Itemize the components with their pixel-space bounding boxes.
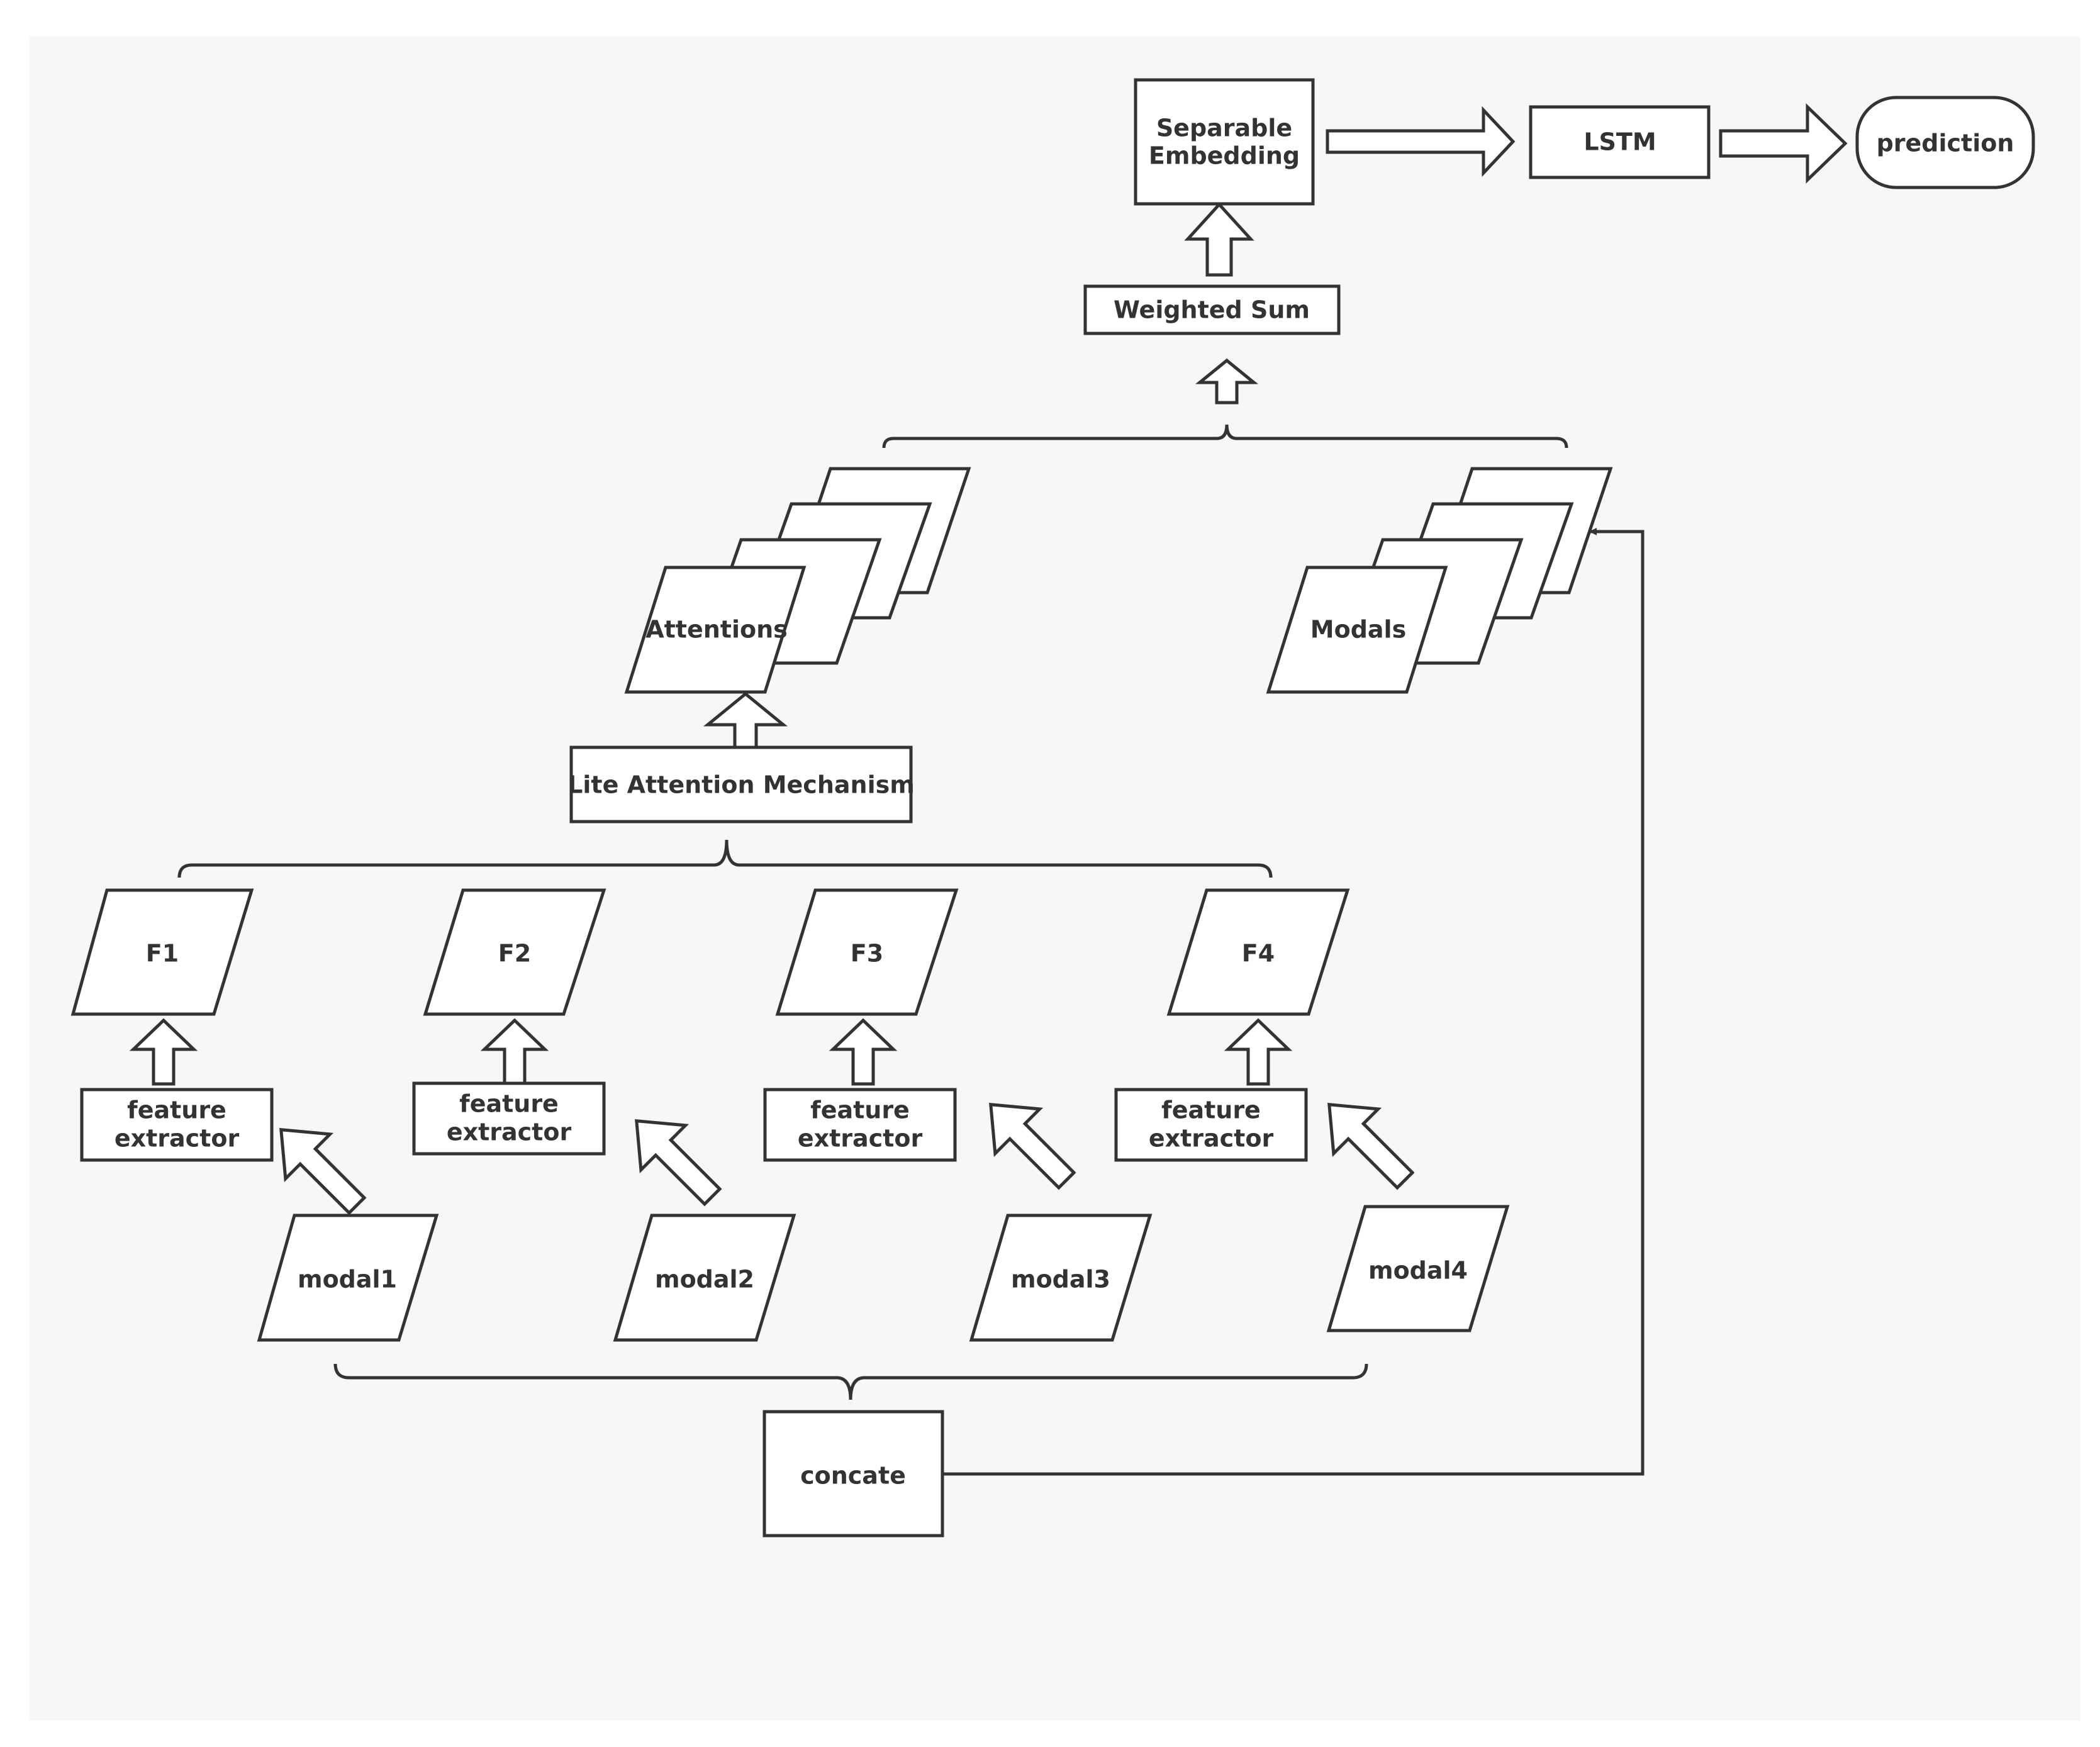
arrow-modal2-to-extractor	[635, 1119, 722, 1207]
modal-input-4: modal4	[1326, 1205, 1510, 1332]
concate-node: concate	[762, 1410, 944, 1538]
feature-label-2: F2	[498, 940, 531, 968]
lite-attention-label: Lite Attention Mechanism	[567, 771, 915, 799]
lite-attention-node: Lite Attention Mechanism	[567, 745, 915, 823]
arrow-modal4-to-extractor	[1327, 1103, 1415, 1190]
brace-attentions-modals	[882, 424, 1568, 449]
connector-concate-to-modals	[944, 528, 1645, 1476]
modal-input-label-3: modal3	[1011, 1266, 1110, 1293]
prediction-label: prediction	[1877, 130, 2014, 157]
separable-embedding-label-1: Separable	[1156, 114, 1292, 142]
feature-label-1: F1	[146, 940, 179, 968]
prediction-node: prediction	[1855, 96, 2035, 189]
extractor-label-4b: extractor	[1149, 1125, 1274, 1153]
extractor-label-3a: feature	[810, 1097, 910, 1124]
extractor-label-4a: feature	[1161, 1097, 1261, 1124]
arrow-weighted-sum-to-embedding	[1184, 202, 1254, 277]
feature-label-4: F4	[1242, 940, 1275, 968]
separable-embedding-label-2: Embedding	[1149, 142, 1300, 170]
modal-input-1: modal1	[257, 1214, 439, 1342]
arrow-extractor-to-f4	[1224, 1018, 1293, 1086]
modals-stack: Modals	[1266, 467, 1613, 694]
attentions-label: Attentions	[645, 616, 788, 644]
arrow-extractor-to-f2	[480, 1018, 549, 1086]
extractor-label-1b: extractor	[114, 1125, 240, 1153]
modal-input-3: modal3	[969, 1214, 1153, 1342]
modal-input-2: modal2	[613, 1214, 796, 1342]
arrow-modal1-to-extractor	[279, 1128, 367, 1215]
arrow-lstm-to-prediction	[1719, 103, 1848, 184]
feature-node-1: F1	[70, 888, 254, 1016]
brace-modal-inputs	[333, 1363, 1368, 1400]
feature-node-4: F4	[1166, 888, 1350, 1016]
extractor-label-2a: feature	[459, 1090, 559, 1118]
modal-input-label-4: modal4	[1368, 1257, 1468, 1285]
separable-embedding-node: Separable Embedding	[1134, 78, 1315, 206]
arrow-modal3-to-extractor	[989, 1103, 1076, 1190]
lstm-label: LSTM	[1583, 128, 1656, 156]
weighted-sum-label: Weighted Sum	[1114, 296, 1310, 324]
arrow-extractor-to-f3	[829, 1018, 898, 1086]
modals-label: Modals	[1310, 616, 1406, 644]
attentions-stack: Attentions	[624, 467, 971, 694]
feature-label-3: F3	[851, 940, 883, 968]
feature-extractor-1: feature extractor	[80, 1088, 274, 1162]
modal-input-label-2: modal2	[655, 1266, 754, 1293]
feature-node-3: F3	[775, 888, 959, 1016]
feature-extractor-4: feature extractor	[1114, 1088, 1308, 1162]
canvas-background	[30, 36, 2080, 1721]
weighted-sum-node: Weighted Sum	[1083, 284, 1341, 335]
extractor-label-1a: feature	[127, 1097, 226, 1124]
feature-node-2: F2	[423, 888, 606, 1016]
concate-label: concate	[800, 1462, 906, 1490]
arrow-extractor-to-f1	[129, 1018, 198, 1086]
modal-input-label-1: modal1	[298, 1266, 397, 1293]
extractor-label-2b: extractor	[447, 1119, 572, 1146]
arrow-brace-to-weighted-sum	[1195, 358, 1259, 405]
extractor-label-3b: extractor	[798, 1125, 923, 1153]
feature-extractor-3: feature extractor	[763, 1088, 957, 1162]
brace-features	[177, 839, 1273, 878]
lstm-node: LSTM	[1529, 105, 1711, 179]
arrow-embedding-to-lstm	[1326, 106, 1516, 177]
feature-extractor-2: feature extractor	[412, 1081, 606, 1156]
